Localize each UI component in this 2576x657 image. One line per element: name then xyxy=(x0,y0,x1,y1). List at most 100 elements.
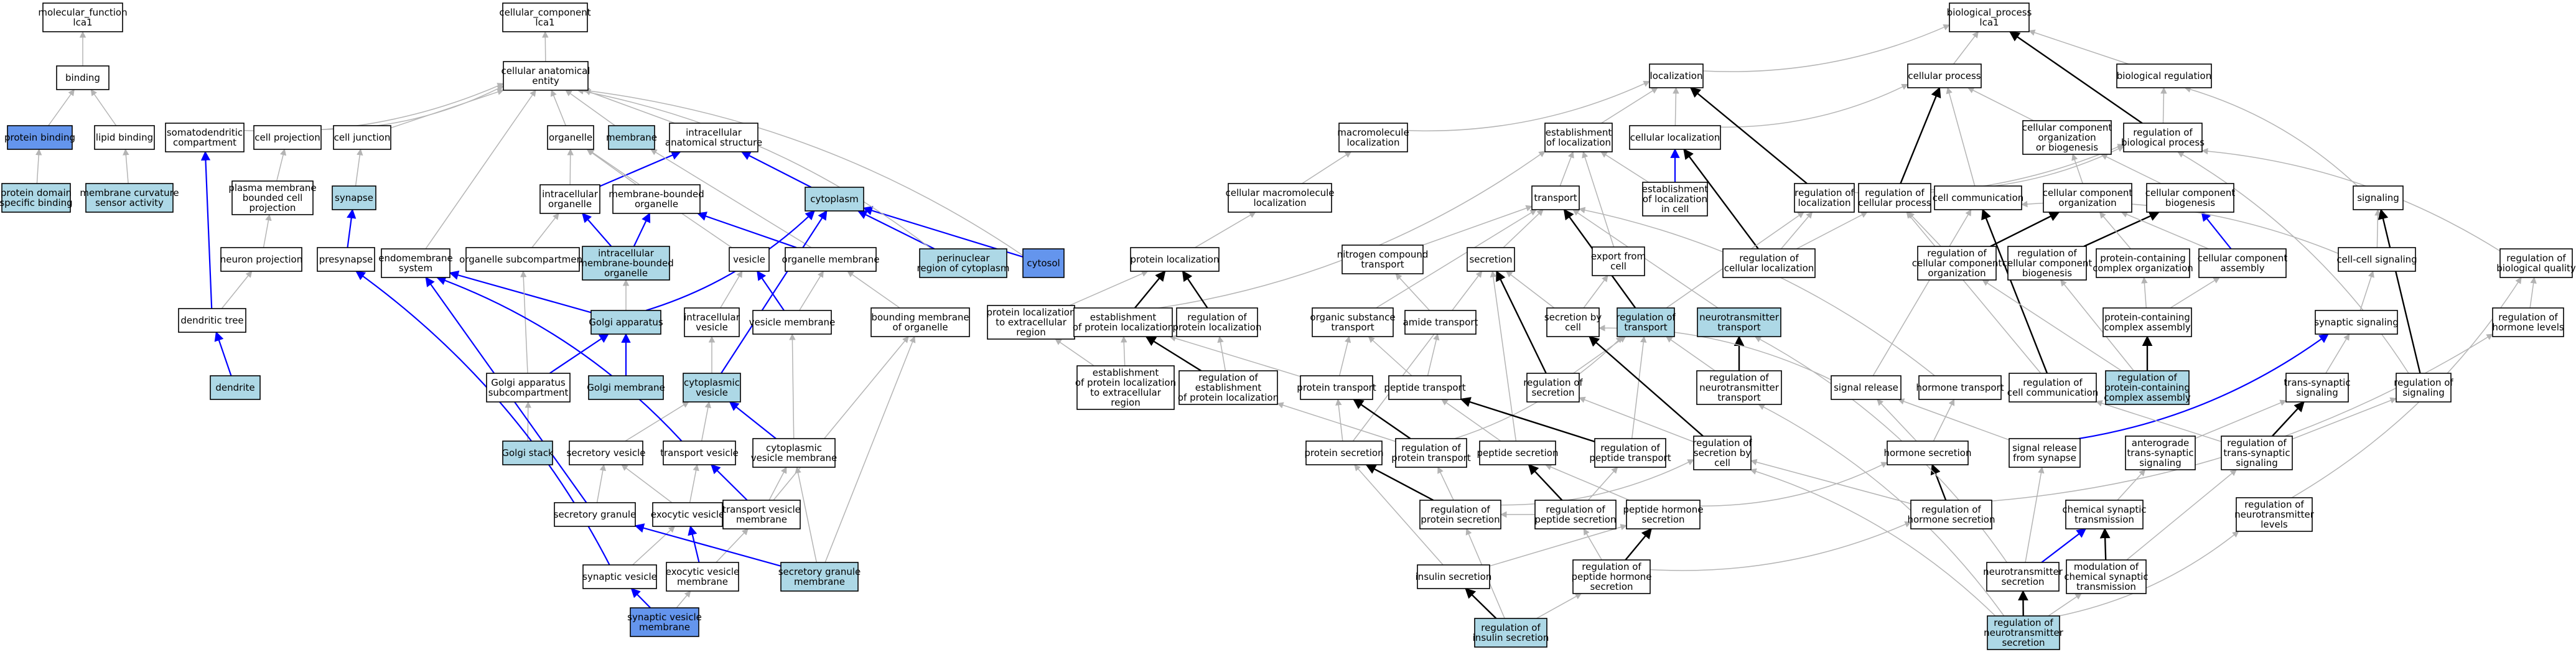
node-protein-transport[interactable]: protein transport xyxy=(1297,375,1376,400)
node-cellular-process[interactable]: cellular process xyxy=(1907,63,1982,88)
node-golgi-membrane[interactable]: Golgi membrane xyxy=(587,375,665,400)
node-cytoplasm[interactable]: cytoplasm xyxy=(805,187,864,212)
node-cell-comm[interactable]: cell communication xyxy=(1933,185,2024,210)
node-biological-regulation[interactable]: biological regulation xyxy=(2116,63,2212,88)
node-dendrite[interactable]: dendrite xyxy=(210,375,261,400)
node-protein-secretion[interactable]: protein secretion xyxy=(1304,440,1384,465)
node-organelle[interactable]: organelle xyxy=(547,125,594,150)
node-secretion[interactable]: secretion xyxy=(1467,247,1515,272)
node-localization[interactable]: localization xyxy=(1649,63,1704,88)
node-ccs[interactable]: cell-cell signaling xyxy=(2336,247,2417,272)
node-transport-vesicle[interactable]: transport vesicle xyxy=(660,440,739,465)
node-hormone-secretion[interactable]: hormone secretion xyxy=(1884,440,1972,465)
node-exocytic-vesicle[interactable]: exocytic vesicle xyxy=(651,502,724,527)
node-secretory-vesicle[interactable]: secretory vesicle xyxy=(567,440,646,465)
node-cell-projection[interactable]: cell projection xyxy=(253,125,322,150)
node-transport[interactable]: transport xyxy=(1531,185,1580,210)
node-synapse[interactable]: synapse xyxy=(332,185,376,210)
node-synaptic-vesicle[interactable]: synaptic vesicle xyxy=(582,564,657,589)
node-hormone-transport[interactable]: hormone transport xyxy=(1916,375,2004,400)
node-signal-release[interactable]: signal release xyxy=(1831,375,1902,400)
node-cell-junction[interactable]: cell junction xyxy=(333,125,391,150)
node-neuron-projection[interactable]: neuron projection xyxy=(220,247,302,272)
node-protein-binding[interactable]: protein binding xyxy=(4,125,75,150)
node-dendritic-tree[interactable]: dendritic tree xyxy=(178,308,246,333)
node-protein-loc[interactable]: protein localization xyxy=(1130,247,1220,272)
node-peptide-transport[interactable]: peptide transport xyxy=(1384,375,1466,400)
node-syn-sig[interactable]: synaptic signaling xyxy=(2314,310,2399,335)
node-golgi-app[interactable]: Golgi apparatus xyxy=(589,310,663,335)
node-presynapse[interactable]: presynapse xyxy=(317,247,375,272)
node-binding[interactable]: binding xyxy=(56,65,110,90)
node-amide-transport[interactable]: amide transport xyxy=(1403,310,1478,335)
node-secretory-granule[interactable]: secretory granule xyxy=(554,502,637,527)
node-golgi-stack[interactable]: Golgi stack xyxy=(502,440,554,465)
